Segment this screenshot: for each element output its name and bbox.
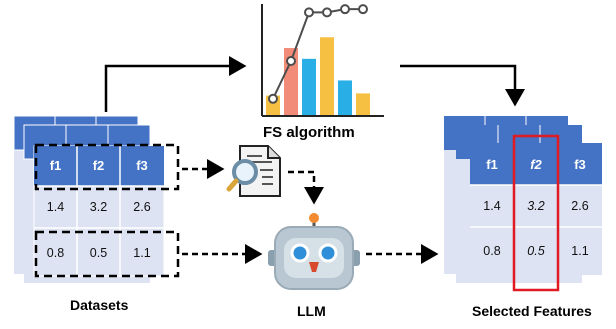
dataset-cell: 0.5 xyxy=(89,246,108,260)
selected-cell: 1.1 xyxy=(571,244,589,258)
document-magnifier-icon xyxy=(226,145,281,197)
chart-bar-2 xyxy=(284,48,298,115)
dataset-header-f1: f1 xyxy=(49,158,62,173)
selected-cell: 2.6 xyxy=(571,199,589,213)
arrow-datasets-to-fs xyxy=(104,56,247,112)
fs-algorithm-label: FS algorithm xyxy=(263,124,355,141)
chart-bar-6 xyxy=(356,93,370,115)
header-selection-box xyxy=(34,143,180,191)
selected-cell: 1.4 xyxy=(483,199,501,213)
chart-point-1 xyxy=(268,93,278,104)
dataset-cell: 2.6 xyxy=(133,200,151,214)
selected-cell: 0.8 xyxy=(483,244,501,258)
chart-point-2 xyxy=(286,56,296,66)
selected-stack xyxy=(444,116,602,292)
chart-bar-5 xyxy=(338,80,352,115)
arrows xyxy=(104,56,525,264)
selected-header-f1: f1 xyxy=(486,157,498,172)
datasets-label: Datasets xyxy=(70,297,129,313)
dataset-cell: 0.8 xyxy=(46,246,65,260)
dataset-header-f2: f2 xyxy=(92,158,105,173)
chart-point-6 xyxy=(358,4,368,15)
chart-point-3 xyxy=(304,7,314,18)
chart-point-5 xyxy=(340,4,350,15)
selected-header-f2: f2 xyxy=(530,157,542,172)
arrow-fs-to-selected xyxy=(400,64,525,107)
arrow-doc-to-robot xyxy=(288,170,324,205)
rows-selection-box xyxy=(34,230,180,278)
selected-features-label: Selected Features xyxy=(472,303,592,319)
dataset-cell: 1.4 xyxy=(46,200,65,214)
robot-icon xyxy=(268,213,360,290)
highlight-f2-box xyxy=(512,134,560,292)
fs-chart-icon xyxy=(261,4,384,117)
dataset-header-f3: f3 xyxy=(136,158,148,173)
selected-cell: 0.5 xyxy=(527,244,545,258)
chart-bar-3 xyxy=(302,58,316,115)
dataset-cell: 1.1 xyxy=(133,246,151,260)
llm-label: LLM xyxy=(297,303,326,319)
selected-header-f3: f3 xyxy=(574,157,586,172)
selected-cell: 3.2 xyxy=(527,199,545,213)
dataset-cell: 3.2 xyxy=(89,200,108,214)
chart-bar-4 xyxy=(320,37,334,115)
chart-point-4 xyxy=(322,7,332,18)
datasets-stack xyxy=(13,115,180,283)
